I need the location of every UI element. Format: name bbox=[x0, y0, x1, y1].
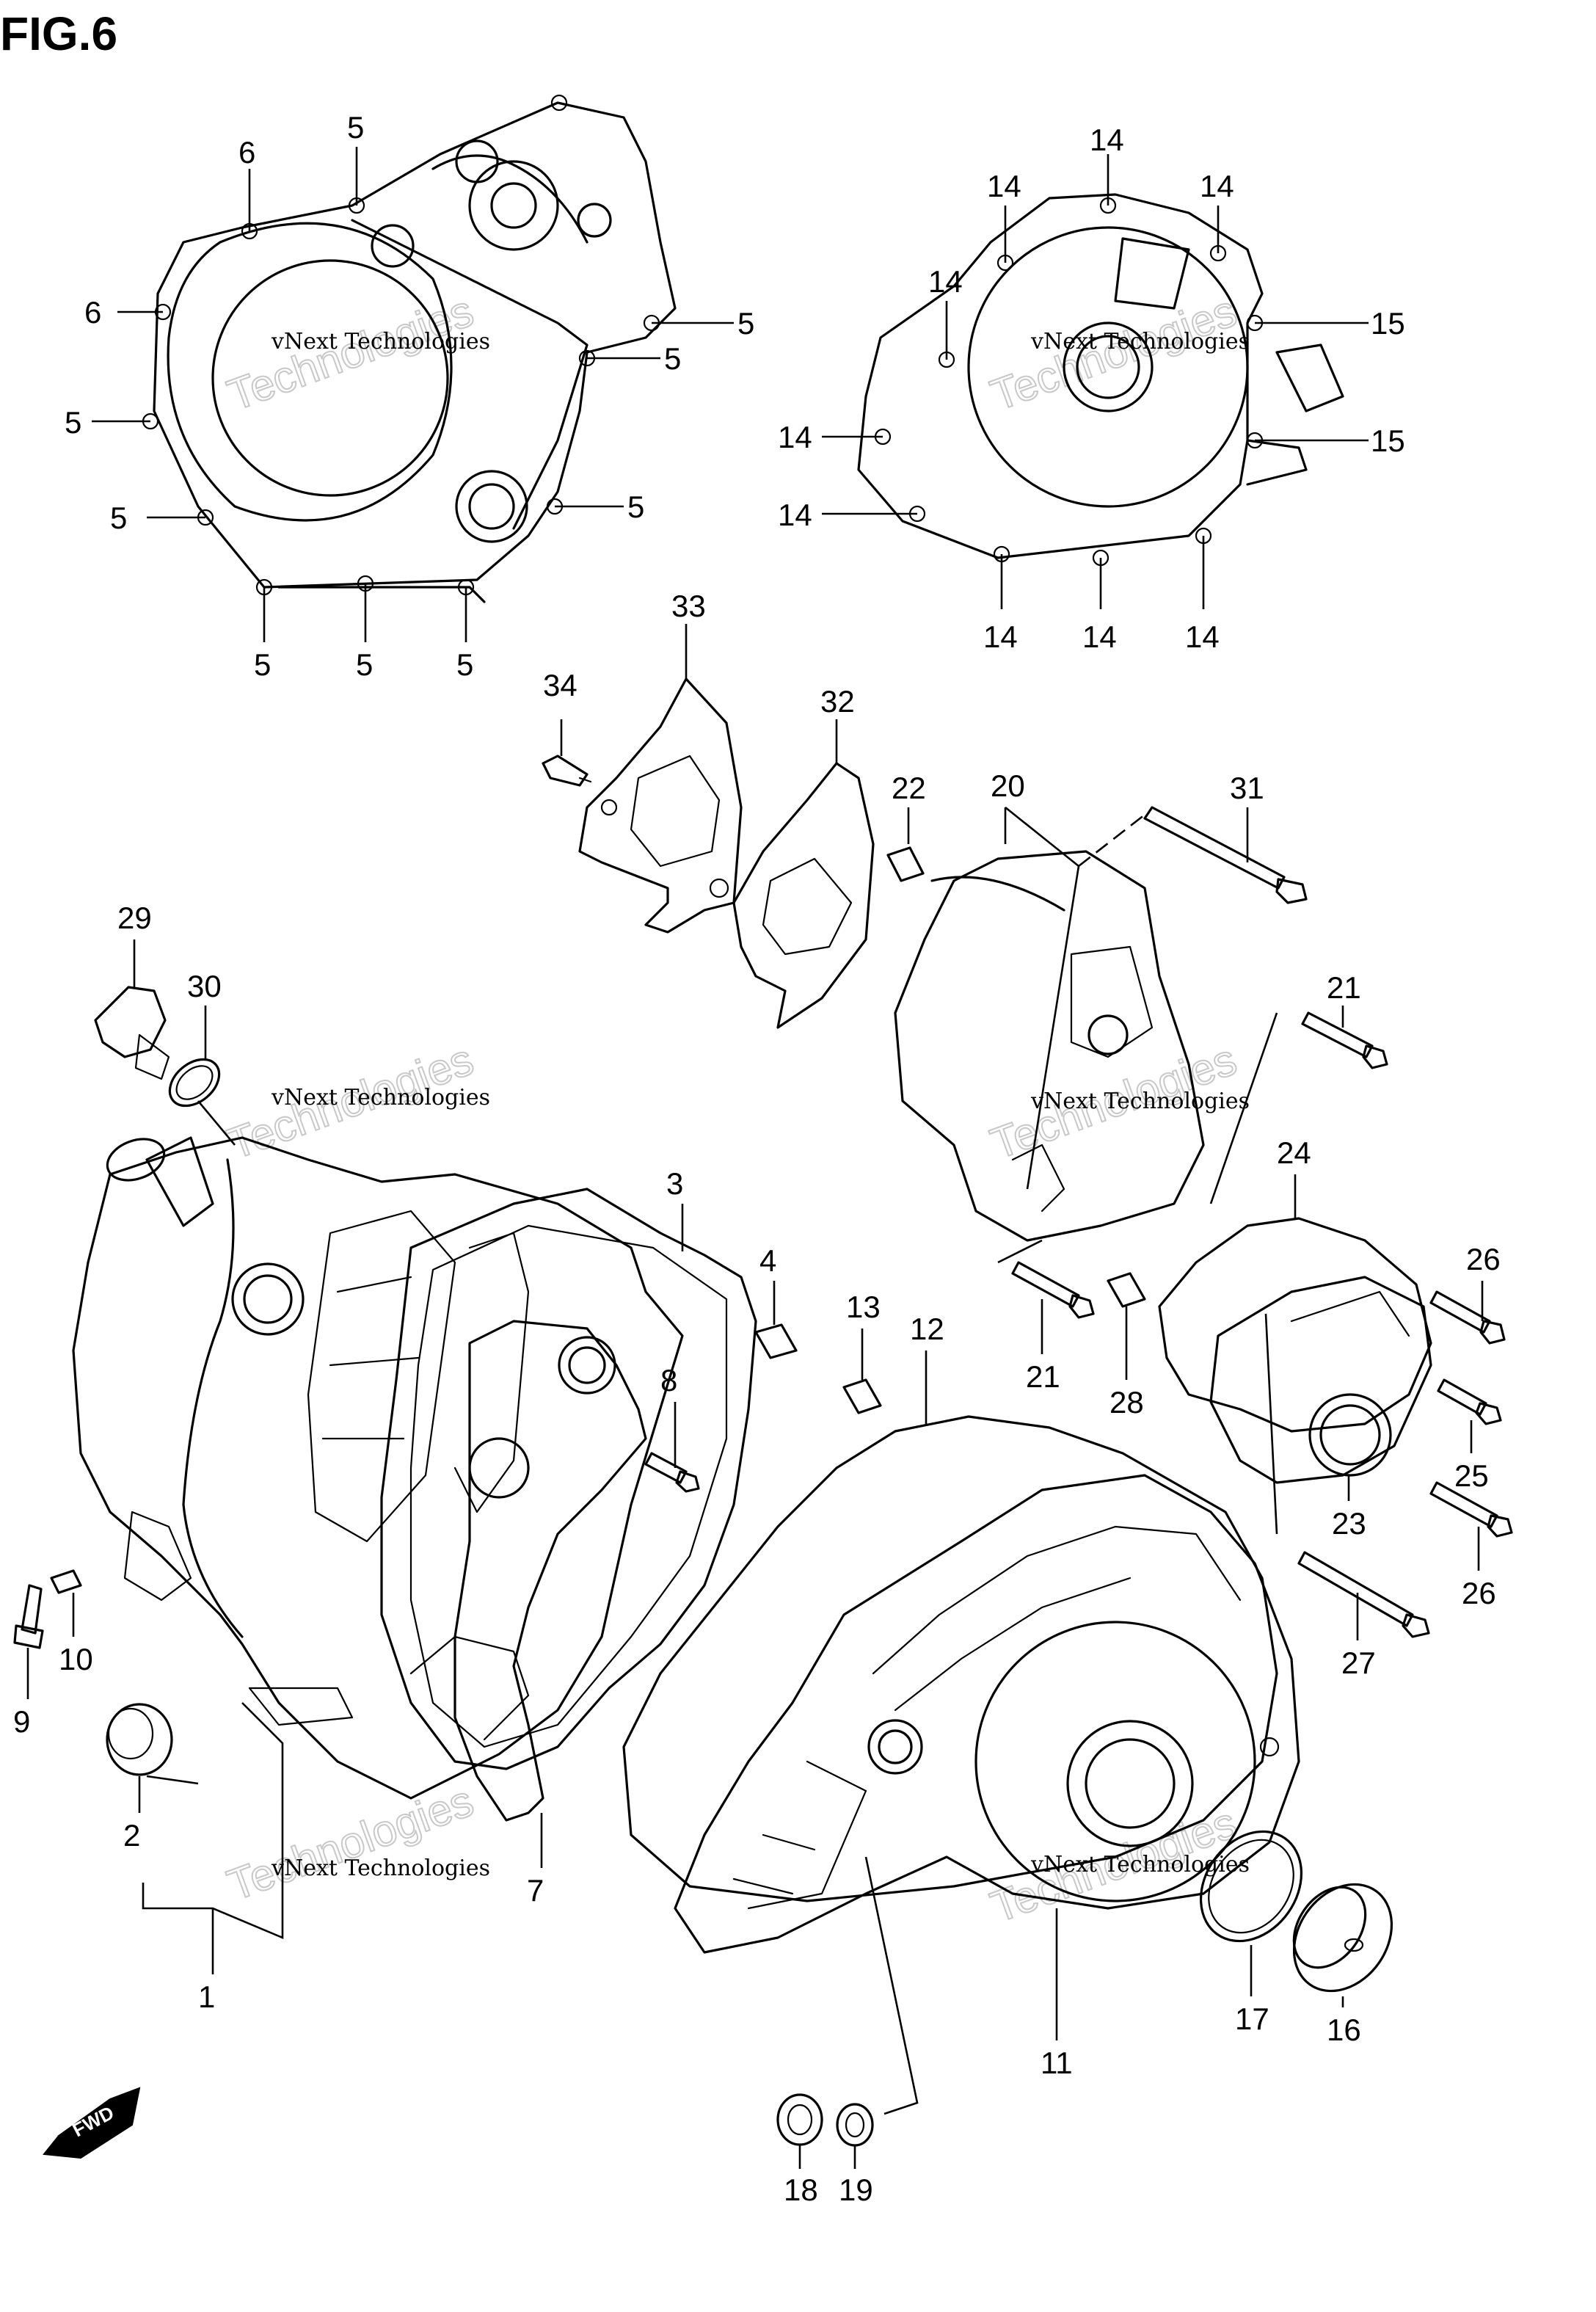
callout-17: 17 bbox=[1235, 2002, 1269, 2036]
callout-29: 29 bbox=[117, 901, 152, 935]
part-18-plug bbox=[776, 2093, 823, 2169]
part-21-bolt-lower bbox=[997, 1239, 1095, 1354]
callout-14-upper-left: 14 bbox=[987, 169, 1021, 203]
part-24-gasket bbox=[1158, 1174, 1432, 1433]
callout-28: 28 bbox=[1109, 1385, 1144, 1419]
callout-5-top: 5 bbox=[347, 110, 364, 145]
callout-14-upper-right: 14 bbox=[1200, 169, 1234, 203]
part-7-inner-cover bbox=[453, 1320, 647, 1868]
callout-12: 12 bbox=[910, 1312, 944, 1346]
callout-20: 20 bbox=[991, 768, 1025, 803]
watermark-group: Technologies vNext Technologies Technolo… bbox=[221, 285, 1250, 1933]
part-30-o-ring bbox=[168, 1006, 236, 1146]
part-13-dowel-pin bbox=[842, 1328, 882, 1414]
callout-9: 9 bbox=[13, 1704, 30, 1739]
clutch-cover-bolt-pattern bbox=[92, 94, 734, 642]
part-1-bracket-leader bbox=[142, 1702, 284, 1939]
callout-14-left-3: 14 bbox=[778, 498, 812, 532]
callout-21-lower: 21 bbox=[1026, 1359, 1060, 1394]
part-23-water-pump-cover bbox=[1209, 1276, 1432, 1501]
callout-15-lower: 15 bbox=[1371, 423, 1405, 458]
callout-5-bottom-3: 5 bbox=[456, 647, 473, 682]
watermark-text-3: vNext Technologies bbox=[271, 1085, 490, 1110]
callout-15-upper: 15 bbox=[1371, 306, 1405, 341]
callout-14-bottom-3: 14 bbox=[1185, 619, 1220, 654]
part-1-crankcase bbox=[72, 1136, 684, 1800]
callout-5-right-3: 5 bbox=[737, 306, 754, 341]
callout-26-lower: 26 bbox=[1462, 1576, 1496, 1610]
part-26-bolt-lower bbox=[1429, 1481, 1513, 1571]
part-3-gasket bbox=[380, 1188, 757, 1770]
callout-32: 32 bbox=[820, 684, 855, 719]
watermark-text-4: vNext Technologies bbox=[1030, 1088, 1250, 1114]
callout-5-left-1: 5 bbox=[65, 405, 81, 440]
callout-6-left: 6 bbox=[84, 295, 101, 330]
part-12-gasket bbox=[622, 1351, 1278, 1902]
callout-14-left: 14 bbox=[928, 264, 963, 299]
part-33-sprocket-cover bbox=[578, 624, 743, 934]
callout-31: 31 bbox=[1230, 771, 1264, 805]
part-34-bolt bbox=[542, 719, 592, 787]
part-4-dowel-pin bbox=[754, 1281, 798, 1359]
callout-19: 19 bbox=[839, 2173, 873, 2207]
callout-18: 18 bbox=[784, 2173, 818, 2207]
part-11-generator-cover bbox=[674, 1474, 1300, 2040]
callout-4: 4 bbox=[759, 1243, 776, 1278]
callout-23: 23 bbox=[1332, 1506, 1366, 1541]
callout-25: 25 bbox=[1454, 1458, 1489, 1493]
watermark-large-5: Technologies bbox=[222, 1775, 480, 1910]
callout-8: 8 bbox=[660, 1363, 677, 1397]
part-20-cover bbox=[894, 806, 1205, 1242]
callout-5-left-2: 5 bbox=[110, 501, 127, 535]
callout-1: 1 bbox=[198, 1980, 215, 2014]
callout-30: 30 bbox=[187, 969, 222, 1003]
callout-7: 7 bbox=[527, 1873, 544, 1908]
part-19-washer bbox=[836, 1856, 919, 2169]
part-9-bolt bbox=[13, 1584, 44, 1699]
forward-direction-arrow: FWD bbox=[43, 2087, 141, 2159]
part-25-bolt bbox=[1437, 1378, 1502, 1453]
figure-title: FIG.6 bbox=[0, 7, 117, 60]
part-32-gasket bbox=[732, 719, 875, 1029]
part-28-dowel-pin bbox=[1107, 1272, 1146, 1380]
callout-10: 10 bbox=[59, 1642, 93, 1676]
callout-14-left-2: 14 bbox=[778, 420, 812, 454]
callout-5-right-2: 5 bbox=[664, 341, 681, 376]
callout-24: 24 bbox=[1277, 1135, 1311, 1170]
watermark-text-5: vNext Technologies bbox=[271, 1855, 490, 1881]
part-10-clip bbox=[50, 1569, 82, 1637]
callout-26-upper: 26 bbox=[1466, 1242, 1501, 1276]
callout-27: 27 bbox=[1341, 1646, 1376, 1680]
part-31-long-bolt bbox=[1078, 806, 1308, 904]
callout-5-bottom-2: 5 bbox=[356, 647, 373, 682]
callout-34: 34 bbox=[543, 668, 577, 702]
watermark-text-1: vNext Technologies bbox=[271, 329, 490, 355]
callout-14-bottom-1: 14 bbox=[983, 619, 1018, 654]
callout-3: 3 bbox=[666, 1166, 683, 1201]
callout-14-bottom-2: 14 bbox=[1082, 619, 1117, 654]
part-29-plug bbox=[94, 939, 170, 1080]
callout-5-bottom-1: 5 bbox=[254, 647, 271, 682]
part-22-dowel-pin bbox=[886, 807, 925, 882]
callout-21-upper: 21 bbox=[1327, 970, 1361, 1005]
part-16-plug bbox=[1292, 1883, 1393, 2007]
callout-13: 13 bbox=[846, 1290, 881, 1324]
callout-6-top: 6 bbox=[238, 135, 255, 170]
part-27-long-bolt bbox=[1264, 1313, 1430, 1640]
part-17-o-ring bbox=[1199, 1830, 1303, 1996]
watermark-text-2: vNext Technologies bbox=[1030, 329, 1250, 355]
callout-5-right-1: 5 bbox=[627, 490, 644, 524]
callout-2: 2 bbox=[123, 1818, 140, 1853]
part-8-bolt bbox=[644, 1402, 700, 1493]
callout-22: 22 bbox=[892, 771, 926, 805]
callout-33: 33 bbox=[671, 589, 706, 623]
part-2-plug bbox=[106, 1703, 199, 1813]
part-26-bolt-upper bbox=[1429, 1281, 1506, 1345]
generator-cover-bolt-pattern bbox=[822, 154, 1369, 609]
callout-11: 11 bbox=[1041, 2046, 1073, 2080]
part-21-bolt-upper bbox=[1209, 1006, 1388, 1204]
callout-16: 16 bbox=[1327, 2013, 1361, 2047]
callout-14-top: 14 bbox=[1090, 123, 1124, 157]
